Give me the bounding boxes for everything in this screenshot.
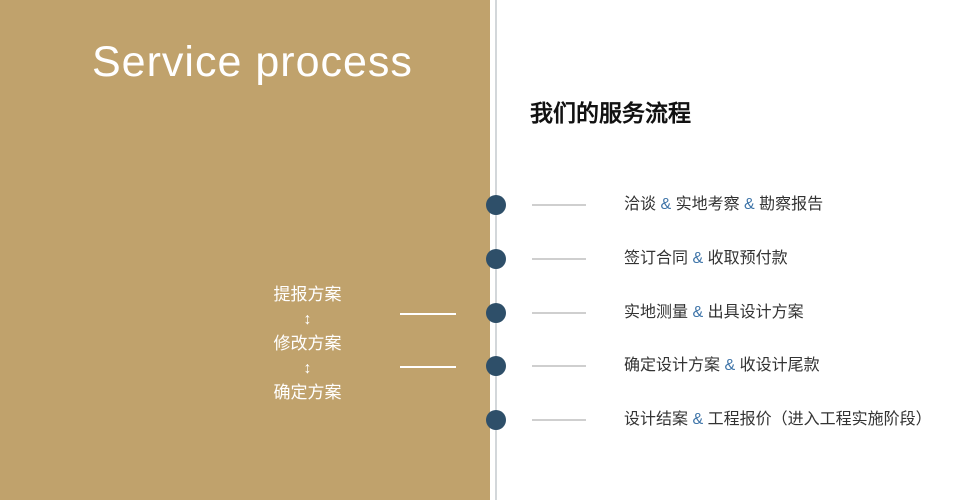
workflow-step-label: 确定方案 xyxy=(273,383,342,402)
step-connector-line xyxy=(532,419,586,421)
step-connector-line xyxy=(532,257,586,260)
step-connector-line xyxy=(532,311,586,314)
ampersand-separator: & xyxy=(688,249,708,267)
ampersand-separator: & xyxy=(739,196,760,213)
step-connector-line xyxy=(532,365,586,368)
timeline-dot-icon xyxy=(486,248,506,269)
design-iteration-workflow: 提报方案 ↕ 修改方案 ↕ 确定方案 xyxy=(240,284,375,404)
step-connector-line xyxy=(532,204,586,206)
timeline-dot-icon xyxy=(486,302,506,323)
timeline-dot-icon xyxy=(486,195,506,215)
timeline-step-row: 签订合同 & 收取预付款 xyxy=(0,248,970,269)
ampersand-separator: & xyxy=(688,411,708,428)
step-label: 签订合同 & 收取预付款 xyxy=(624,249,788,267)
left-connector-line-1 xyxy=(400,313,456,315)
step-label: 确定设计方案 & 收设计尾款 xyxy=(624,357,820,375)
timeline-dot-icon xyxy=(486,410,506,430)
updown-arrow-icon: ↕ xyxy=(303,311,312,328)
step-label: 实地测量 & 出具设计方案 xyxy=(624,303,804,321)
page-title-zh: 我们的服务流程 xyxy=(530,100,691,126)
timeline-step-row: 设计结案 & 工程报价（进入工程实施阶段） xyxy=(0,410,970,430)
ampersand-separator: & xyxy=(720,357,740,375)
timeline-step-row: 实地测量 & 出具设计方案 xyxy=(0,302,970,323)
left-panel: Service process 提报方案 ↕ 修改方案 ↕ 确定方案 xyxy=(0,0,490,500)
timeline-step-row: 洽谈 & 实地考察 & 勘察报告 xyxy=(0,195,970,215)
workflow-step-label: 提报方案 xyxy=(273,285,342,304)
page-title-en: Service process xyxy=(92,38,413,86)
ampersand-separator: & xyxy=(656,196,676,213)
timeline-step-row: 确定设计方案 & 收设计尾款 xyxy=(0,356,970,377)
workflow-step-label: 修改方案 xyxy=(273,334,342,353)
ampersand-separator: & xyxy=(688,303,708,321)
step-label: 设计结案 & 工程报价（进入工程实施阶段） xyxy=(624,411,932,428)
updown-arrow-icon: ↕ xyxy=(303,360,312,377)
left-connector-line-2 xyxy=(400,366,456,368)
step-label: 洽谈 & 实地考察 & 勘察报告 xyxy=(624,196,824,213)
timeline-dot-icon xyxy=(486,356,506,377)
